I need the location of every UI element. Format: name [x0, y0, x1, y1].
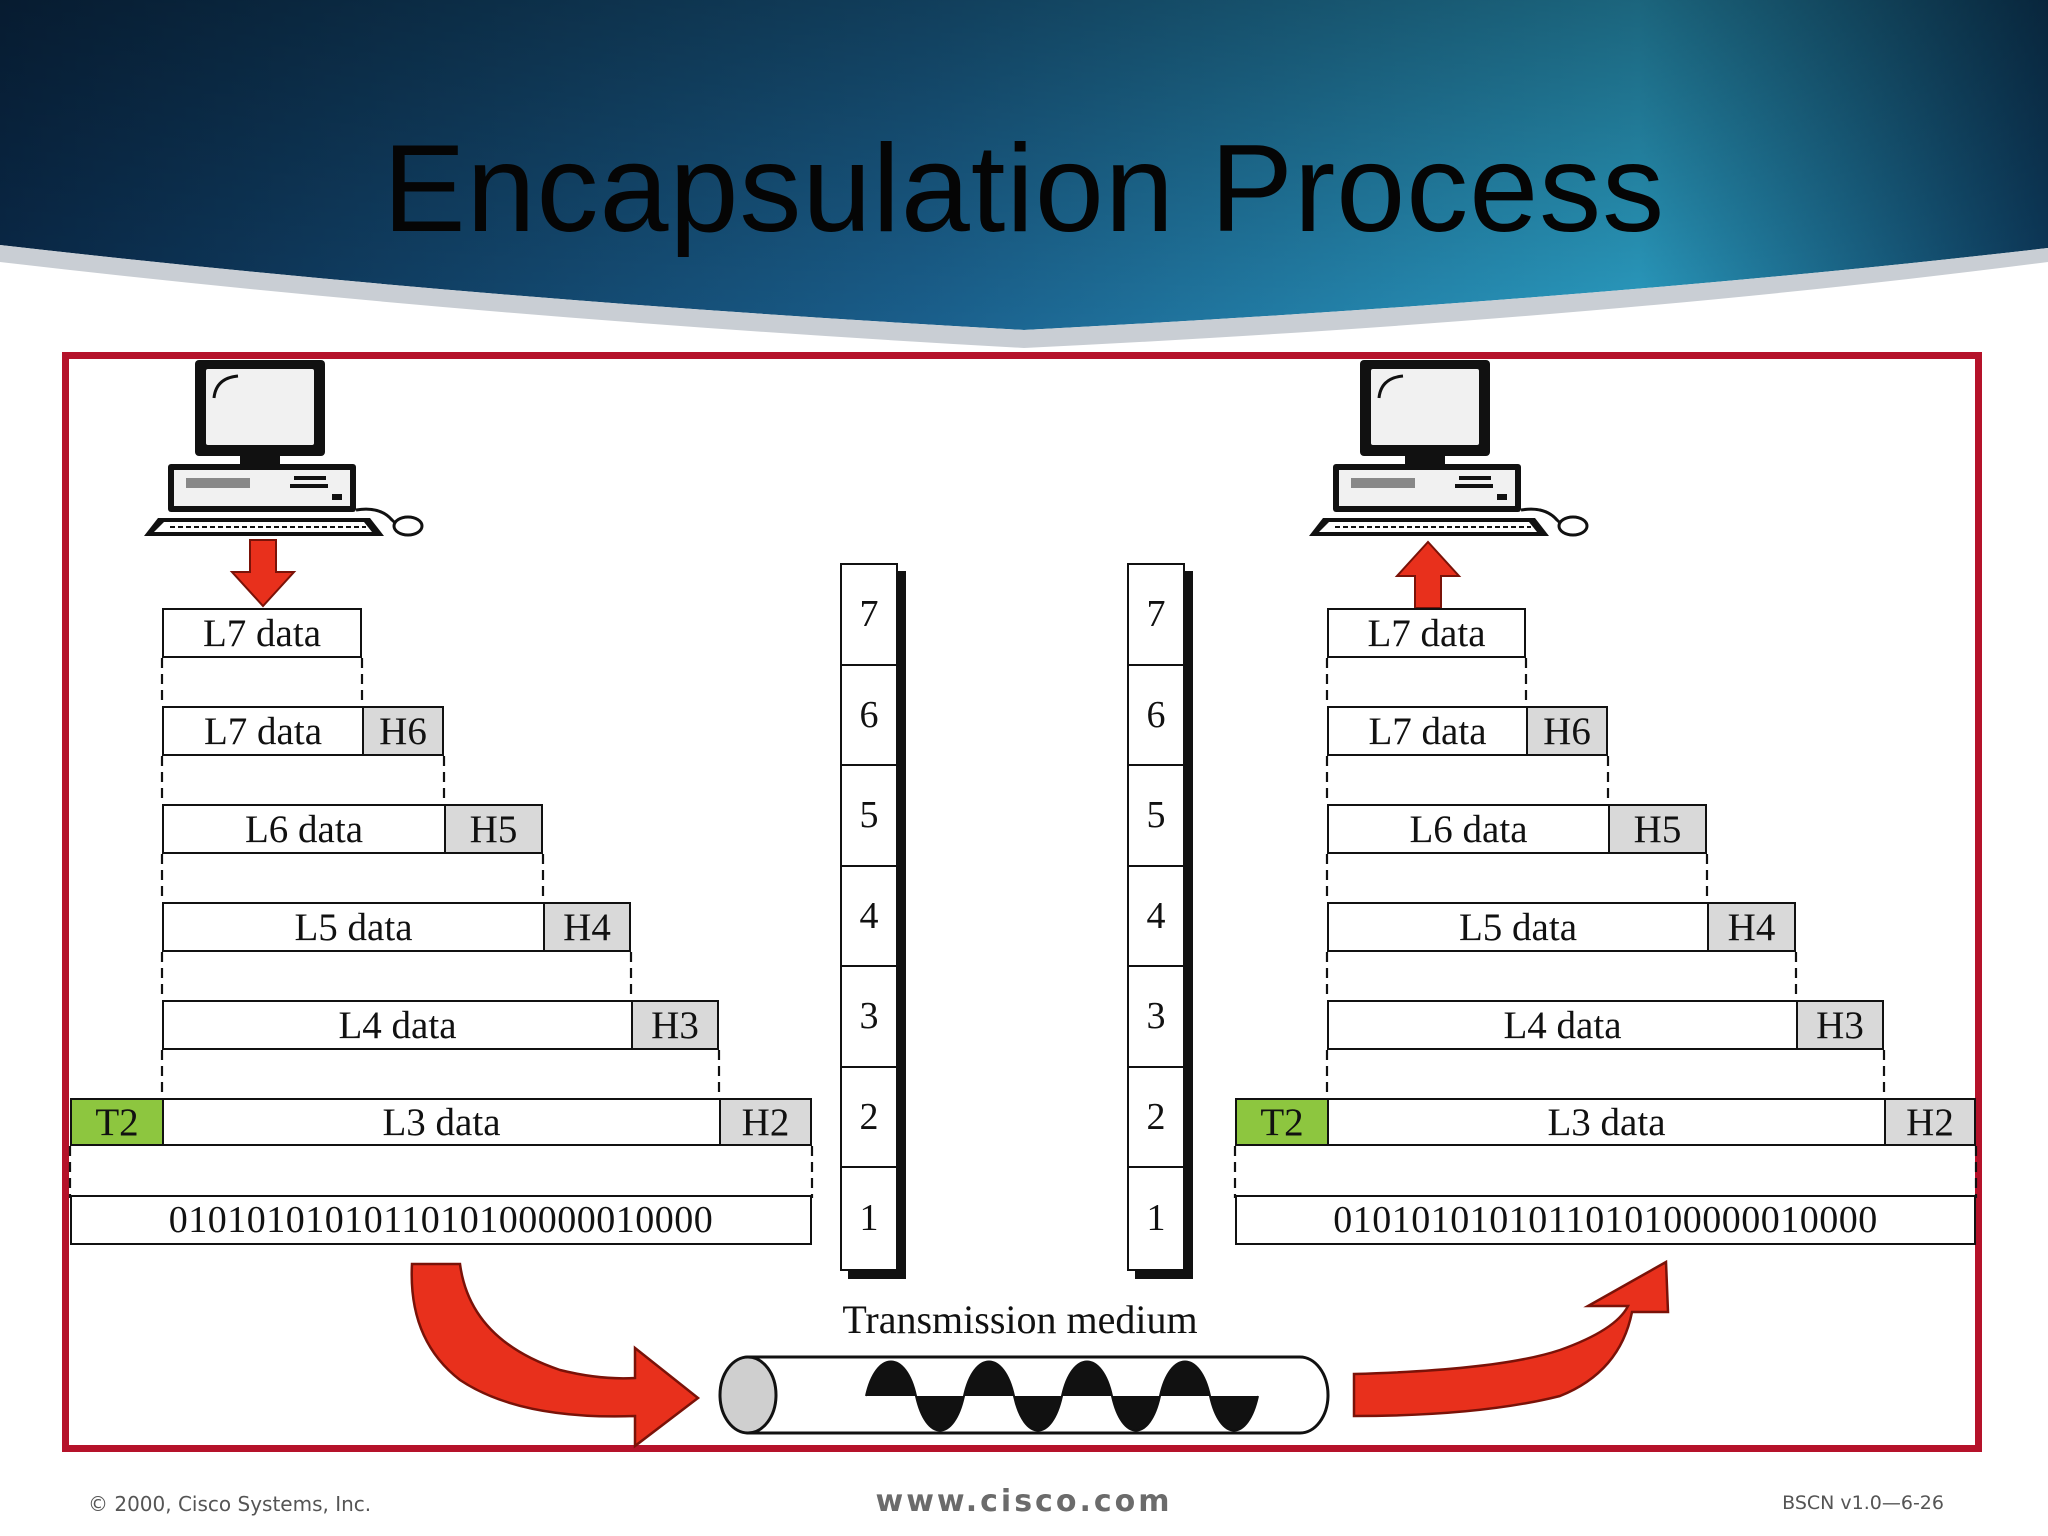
- transmission-medium-label: Transmission medium: [842, 1297, 1198, 1342]
- receiver-row2-data: L3 data: [1327, 1098, 1886, 1146]
- receiver-row5-header: H5: [1608, 804, 1707, 854]
- sender-layer-column: 7 6 5 4 3 2 1: [840, 563, 898, 1271]
- sender-row2-data: L3 data: [162, 1098, 721, 1146]
- layer-number: 4: [1129, 867, 1183, 967]
- sender-row3-header: H3: [631, 1000, 719, 1050]
- slide-reference: BSCN v1.0—6-26: [1782, 1492, 1944, 1514]
- layer-number: 5: [842, 766, 896, 867]
- receiver-row3-data: L4 data: [1327, 1000, 1798, 1050]
- signal-wave-icon: [865, 1360, 1259, 1432]
- receiver-row6-header: H6: [1526, 706, 1608, 756]
- layer-number: 6: [842, 666, 896, 766]
- receiver-row4-data: L5 data: [1327, 902, 1709, 952]
- receiver-row6-data: L7 data: [1327, 706, 1528, 756]
- title-banner: [0, 0, 2048, 348]
- website-text: www.cisco.com: [875, 1484, 1173, 1519]
- up-arrow-icon: [1394, 540, 1462, 609]
- layer-number: 7: [842, 565, 896, 666]
- receiver-computer-icon: [1309, 360, 1589, 537]
- receiver-bit-stream: 0101010101011010100000010000: [1235, 1195, 1976, 1245]
- sender-row2-trailer: T2: [70, 1098, 164, 1146]
- sender-row4-data: L5 data: [162, 902, 545, 952]
- receiver-row2-header: H2: [1884, 1098, 1976, 1146]
- receiver-row4-header: H4: [1707, 902, 1796, 952]
- layer-number: 1: [1146, 1197, 1166, 1240]
- sender-row2-header: H2: [719, 1098, 812, 1146]
- layer-number: 6: [1129, 666, 1183, 766]
- sender-row6-header: H6: [362, 706, 444, 756]
- layer-number: 3: [842, 967, 896, 1068]
- layer-number: 2: [1129, 1068, 1183, 1168]
- sender-row5-header: H5: [444, 804, 543, 854]
- transmission-medium-cable: [718, 1355, 1330, 1435]
- layer-number: 3: [1129, 967, 1183, 1068]
- layer-number: 7: [1129, 565, 1183, 666]
- curved-arrow-to-medium-icon: [410, 1262, 701, 1449]
- sender-guide-lines: [68, 658, 814, 1198]
- receiver-guide-lines: [1233, 658, 1978, 1198]
- receiver-l7-data: L7 data: [1327, 608, 1526, 658]
- receiver-row2-trailer: T2: [1235, 1098, 1329, 1146]
- sender-bit-stream: 0101010101011010100000010000: [70, 1195, 812, 1245]
- sender-computer-icon: [144, 360, 424, 537]
- sender-row4-header: H4: [543, 902, 631, 952]
- receiver-row5-data: L6 data: [1327, 804, 1610, 854]
- curved-arrow-to-receiver-icon: [1352, 1259, 1670, 1418]
- sender-row6-data: L7 data: [162, 706, 364, 756]
- down-arrow-icon: [229, 539, 297, 608]
- slide-title: Encapsulation Process: [382, 120, 1666, 258]
- layer-number: 1: [859, 1197, 879, 1240]
- sender-row5-data: L6 data: [162, 804, 446, 854]
- layer-number: 2: [842, 1068, 896, 1168]
- layer-number: 5: [1129, 766, 1183, 867]
- receiver-row3-header: H3: [1796, 1000, 1884, 1050]
- sender-l7-data: L7 data: [162, 608, 362, 658]
- sender-row3-data: L4 data: [162, 1000, 633, 1050]
- layer-number: 4: [842, 867, 896, 967]
- receiver-layer-column: 7 6 5 4 3 2 1: [1127, 563, 1185, 1271]
- copyright-text: © 2000, Cisco Systems, Inc.: [88, 1492, 372, 1516]
